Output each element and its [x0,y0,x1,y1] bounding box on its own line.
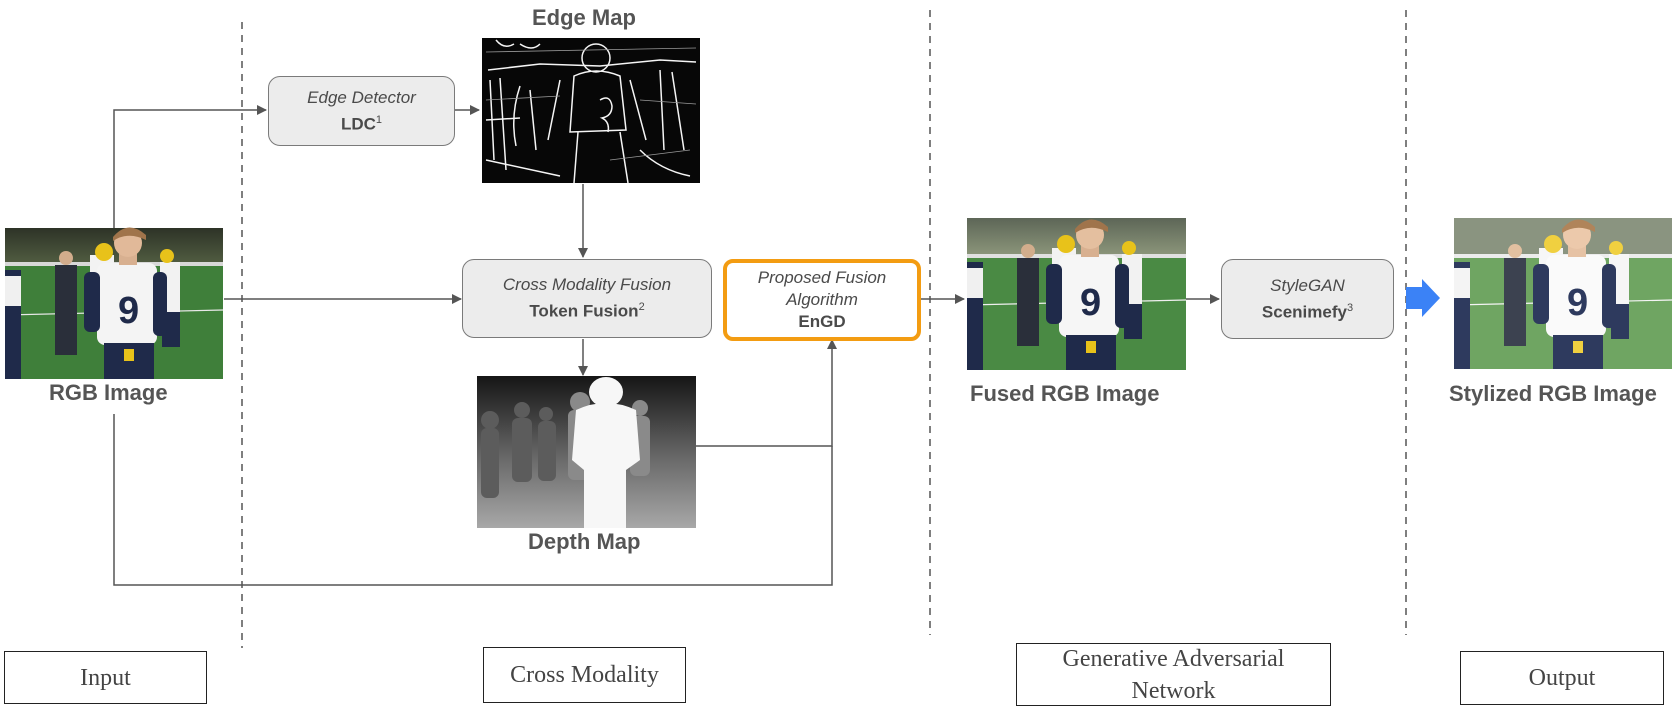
proposed-fusion-box: Proposed Fusion Algorithm EnGD [723,259,921,341]
rgb-image-photo: 9 [4,227,224,379]
stylegan-title: StyleGAN [1270,275,1345,295]
stylized-rgb-label: Stylized RGB Image [1449,381,1657,406]
depth-map-photo [477,376,696,528]
cross-modality-fusion-box: Cross Modality Fusion Token Fusion2 [462,259,712,338]
rgb-bottom-to-engd-line [113,414,833,586]
output-arrow-icon [1406,279,1440,317]
proposed-fusion-title-1: Proposed Fusion [757,268,887,287]
fused-rgb-photo: 9 [966,218,1187,370]
depth-to-engd-arrow [696,339,837,447]
edge-map-label: Edge Map [532,5,636,30]
depth-map-label: Depth Map [528,529,641,554]
proposed-fusion-method: EnGD [798,312,846,331]
cross-modality-fusion-method: Token Fusion2 [529,296,644,323]
svg-text:9: 9 [1567,282,1588,324]
stylegan-box: StyleGAN Scenimefy3 [1221,259,1394,339]
edge-detector-box: Edge Detector LDC1 [268,76,455,146]
stylegan-method-name: Scenimefy [1261,302,1347,322]
edge-map-photo [482,38,700,184]
cross-modality-fusion-method-name: Token Fusion [529,301,639,321]
connectors [113,105,1220,586]
stage-gan: Generative Adversarial Network [1016,643,1331,706]
cross-modality-fusion-ref: 2 [638,301,645,314]
stylegan-method: Scenimefy3 [1262,297,1353,324]
svg-text:9: 9 [118,290,139,332]
edge-detector-method-name: LDC [340,114,376,134]
stylized-rgb-photo: 9 [1453,218,1673,369]
edge-detector-ref: 1 [375,113,383,126]
svg-text:9: 9 [1080,282,1101,324]
stage-output: Output [1460,651,1664,705]
rgb-to-edge-detector-arrow [113,105,267,228]
rgb-image-label: RGB Image [49,380,168,405]
fused-rgb-label: Fused RGB Image [970,381,1160,406]
edge-detector-title: Edge Detector [307,87,416,107]
stage-cross-modality: Cross Modality [483,647,686,703]
cross-modality-fusion-title: Cross Modality Fusion [502,275,672,295]
edge-detector-method: LDC1 [341,109,382,136]
stylegan-ref: 3 [1346,301,1354,314]
stage-input: Input [4,651,207,704]
proposed-fusion-title-2: Algorithm [786,290,858,309]
